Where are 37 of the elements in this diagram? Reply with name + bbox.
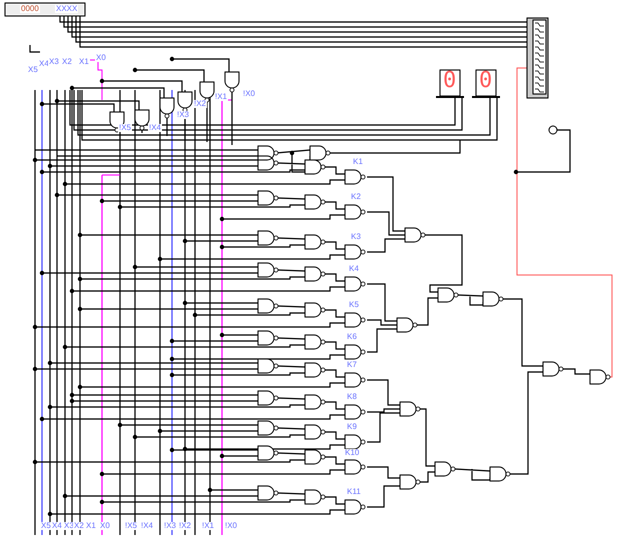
signal-label: X2 — [61, 58, 73, 66]
gate-label: K11 — [346, 488, 362, 496]
signal-label: !X1 — [201, 522, 216, 530]
gate-label: K1 — [352, 158, 364, 166]
signal-label: X4 — [51, 522, 63, 530]
signal-label: !X2 — [178, 522, 192, 530]
signal-label: !X3 — [176, 111, 190, 119]
signal-label: !X4 — [148, 124, 162, 132]
gate-label: K10 — [344, 449, 360, 457]
signal-label: X1 — [85, 522, 97, 530]
gate-label: K7 — [346, 361, 358, 369]
signal-label: X3 — [48, 58, 60, 66]
signal-label: X0 — [99, 522, 111, 530]
signal-label: !X2 — [193, 100, 208, 108]
gate-label: K5 — [348, 301, 360, 309]
gate-label: K3 — [350, 233, 362, 241]
signal-label: X5 — [40, 522, 52, 530]
pattern-text: XXXX — [55, 5, 78, 13]
gate-label: K2 — [350, 193, 362, 201]
gate-label: K6 — [346, 333, 358, 341]
gate-label: K8 — [346, 393, 358, 401]
display-digit: 0 — [479, 70, 492, 92]
signal-label: !X1 — [214, 93, 228, 101]
signal-label: X2 — [73, 522, 85, 530]
signal-label: !X5 — [124, 522, 138, 530]
gate-label: K9 — [346, 423, 358, 431]
signal-label: X1 — [78, 58, 90, 66]
gate-label: K4 — [348, 265, 360, 273]
signal-label: !X0 — [242, 90, 256, 98]
pattern-text: 0000 — [20, 5, 40, 13]
signal-label: X0 — [95, 54, 107, 62]
signal-label: !X4 — [140, 522, 154, 530]
signal-label: !X5 — [118, 124, 132, 132]
signal-label: X5 — [27, 66, 39, 74]
display-digit: 0 — [443, 70, 456, 92]
signal-label: !X3 — [163, 522, 178, 530]
signal-label: !X0 — [224, 522, 238, 530]
